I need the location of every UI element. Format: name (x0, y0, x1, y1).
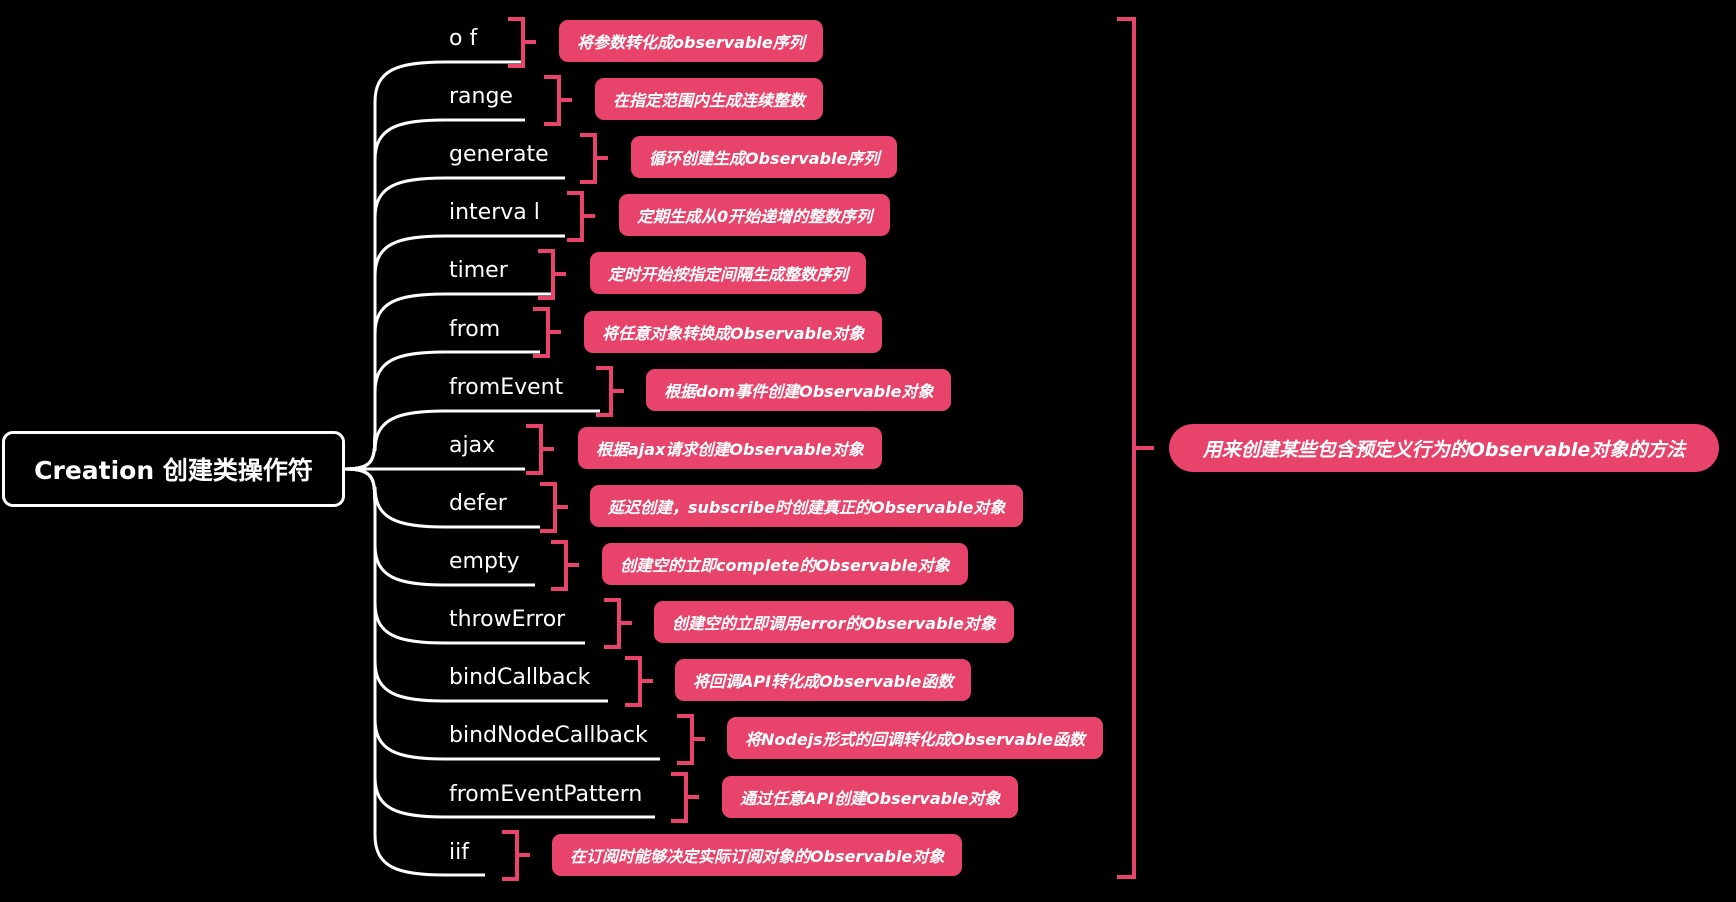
operator-desc-timer: 定时开始按指定间隔生成整数序列 (590, 252, 867, 294)
item-bracket-bindnodecallback (677, 714, 705, 765)
operator-label-bindcallback: bindCallback (449, 665, 591, 690)
operator-desc-of: 将参数转化成observable序列 (559, 20, 823, 62)
operator-label-throwerror: throwError (449, 607, 566, 632)
item-bracket-interval (567, 191, 595, 242)
summary-node: 用来创建某些包含预定义行为的Observable对象的方法 (1169, 424, 1719, 472)
summary-label: 用来创建某些包含预定义行为的Observable对象的方法 (1202, 438, 1686, 461)
operator-desc-generate: 循环创建生成Observable序列 (631, 136, 898, 178)
operator-label-of: o f (449, 26, 478, 51)
item-bracket-throwerror (604, 598, 632, 649)
branch-lines (344, 60, 660, 877)
root-node: Creation 创建类操作符 (2, 431, 345, 507)
operator-desc-fromeventpattern: 通过任意API创建Observable对象 (722, 776, 1019, 818)
operator-desc-bindnodecallback: 将Nodejs形式的回调转化成Observable函数 (727, 717, 1104, 759)
operator-desc-defer: 延迟创建，subscribe时创建真正的Observable对象 (590, 485, 1024, 527)
item-bracket-timer (538, 249, 566, 300)
operator-label-empty: empty (449, 549, 520, 574)
operator-desc-from: 将任意对象转换成Observable对象 (584, 311, 883, 353)
operator-desc-range: 在指定范围内生成连续整数 (595, 78, 824, 120)
root-node-label: Creation 创建类操作符 (34, 456, 313, 485)
operator-label-generate: generate (449, 142, 549, 167)
operator-label-range: range (449, 84, 513, 109)
operator-desc-iif: 在订阅时能够决定实际订阅对象的Observable对象 (552, 834, 963, 876)
operator-label-timer: timer (449, 258, 508, 283)
operator-label-interval: interva l (449, 200, 540, 225)
item-bracket-range (544, 75, 572, 126)
operator-desc-interval: 定期生成从0开始递增的整数序列 (619, 194, 891, 236)
branch-line-fromevent (344, 409, 600, 471)
item-bracket-fromeventpattern (671, 772, 699, 823)
operator-label-from: from (449, 317, 501, 342)
item-bracket-defer (540, 482, 568, 533)
item-bracket-ajax (526, 424, 554, 475)
item-bracket-of (508, 17, 536, 68)
operator-label-fromeventpattern: fromEventPattern (449, 782, 643, 807)
item-bracket-fromevent (596, 366, 624, 417)
item-brackets (502, 17, 705, 881)
operator-desc-empty: 创建空的立即complete的Observable对象 (602, 543, 968, 585)
item-bracket-generate (580, 133, 608, 184)
operator-label-fromevent: fromEvent (449, 375, 564, 400)
operator-label-iif: iif (449, 840, 469, 865)
operator-label-defer: defer (449, 491, 507, 516)
operator-desc-bindcallback: 将回调API转化成Observable函数 (675, 659, 972, 701)
branch-line-iif (344, 467, 485, 877)
item-bracket-bindcallback (625, 656, 653, 707)
operator-label-bindnodecallback: bindNodeCallback (449, 723, 648, 748)
summary-bracket (1117, 17, 1154, 879)
operator-desc-fromevent: 根据dom事件创建Observable对象 (646, 369, 952, 411)
operator-desc-throwerror: 创建空的立即调用error的Observable对象 (654, 601, 1014, 643)
operator-label-ajax: ajax (449, 433, 496, 458)
item-bracket-from (533, 307, 561, 358)
item-bracket-iif (502, 830, 530, 881)
operator-desc-ajax: 根据ajax请求创建Observable对象 (578, 427, 882, 469)
item-bracket-empty (551, 540, 579, 591)
